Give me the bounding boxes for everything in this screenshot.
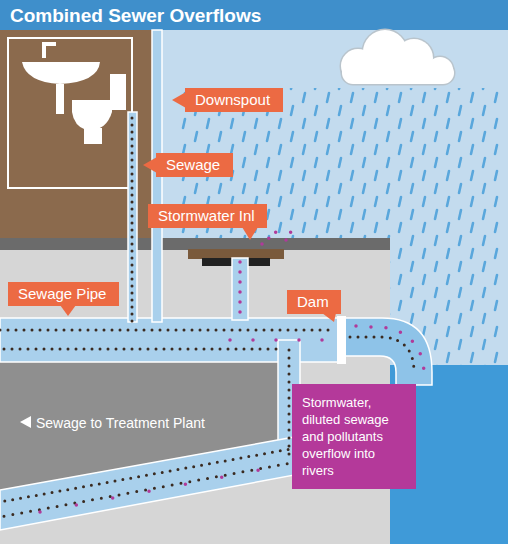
pipes — [0, 30, 432, 530]
node-text: Sewage Pipe — [18, 285, 109, 303]
title-text: Combined Sewer Overflows — [10, 5, 261, 27]
cloud — [341, 30, 454, 84]
callout-tag: Sewage — [156, 153, 233, 177]
sewage-dots — [0, 118, 424, 517]
overflow-note: Stormwater, diluted sewage and pollutant… — [292, 384, 416, 489]
pipe-label: Sewage to Treatment Plant — [36, 415, 205, 431]
title: Combined Sewer Overflows — [10, 5, 261, 27]
callout-tag: Dam — [287, 290, 341, 314]
callout-tag: Stormwater Inl — [148, 204, 267, 228]
bathroom — [8, 38, 132, 188]
node-text: Downspout — [195, 91, 273, 109]
callout-tag: Downspout — [185, 88, 283, 112]
node-text: Stormwater, diluted sewage and pollutant… — [302, 394, 406, 479]
callout-tag: Sewage Pipe — [8, 282, 119, 306]
node-text: Sewage — [166, 156, 223, 174]
fixtures — [22, 44, 126, 144]
direction-arrow — [20, 416, 31, 428]
street — [0, 238, 390, 250]
dam-wall — [337, 316, 346, 364]
title-band — [0, 0, 508, 30]
node-text: Stormwater Inl — [158, 207, 257, 225]
node-text: Dam — [297, 293, 331, 311]
label-text: Sewage to Treatment Plant — [36, 415, 205, 431]
